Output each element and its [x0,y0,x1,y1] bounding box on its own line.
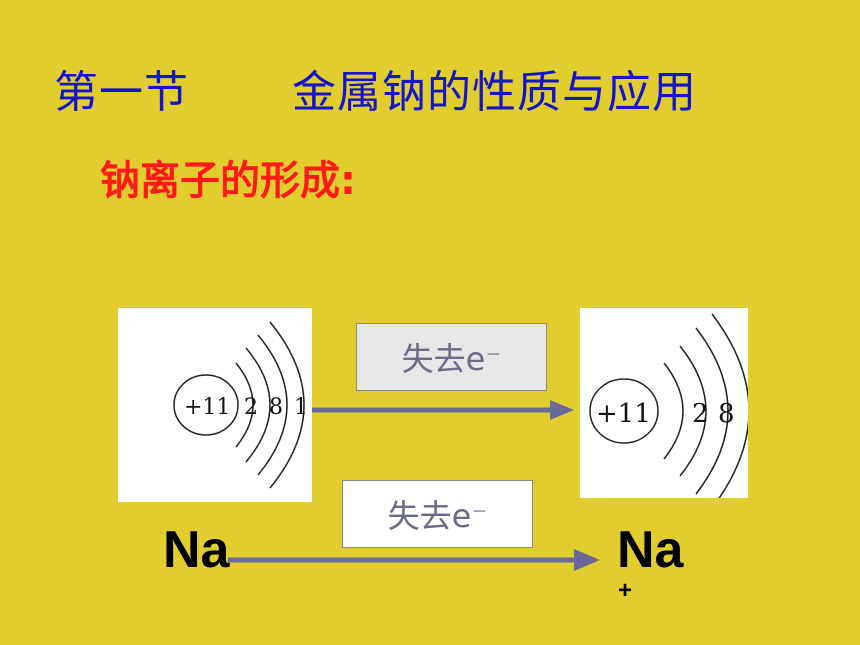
atom-shell-arc-2 [245,347,271,463]
atom-shell-1-count: 2 [244,395,258,420]
ion-shell-arc-2 [679,345,707,477]
lose-electron-label-top: 失去e－ [356,323,547,391]
lose-electron-text-bottom: 失去e [387,497,472,535]
atom-shell-arc-1 [235,362,254,448]
ion-shell-1-count: 2 [692,399,709,429]
sodium-ion-symbol: Na [617,521,684,579]
ion-shell-arc-4 [711,313,748,498]
slide-title-section: 第一节 [54,67,189,118]
sodium-atom-diagram: +11 2 8 1 [118,308,312,502]
ion-shell-arc-1 [663,362,684,460]
electron-charge-sup-bottom: － [471,502,488,521]
atom-shell-3-count: 1 [294,395,308,420]
sodium-ion-charge: + [618,577,633,604]
atom-shell-arc-4 [269,321,305,489]
ion-shell-arc-3 [695,327,729,495]
sodium-atom-symbol: Na [163,521,230,579]
atom-shell-arc-3 [257,334,288,476]
lose-electron-text-top: 失去e [401,340,486,378]
electron-charge-sup-top: － [485,345,502,364]
sodium-ion-diagram: +11 2 8 [580,308,748,498]
top-arrow [312,400,574,420]
ion-shell-2-count: 8 [718,399,735,429]
bottom-arrow [228,549,600,571]
atom-nucleus-label: +11 [184,395,230,420]
ion-nucleus-label: +11 [596,399,651,429]
ion-nucleus-circle [589,378,659,444]
atom-shell-2-count: 8 [269,395,283,420]
slide-subtitle: 钠离子的形成: [100,158,356,204]
atom-nucleus-circle [173,374,239,436]
lose-electron-label-bottom: 失去e－ [342,480,533,548]
slide-title-topic: 金属钠的性质与应用 [292,67,697,118]
